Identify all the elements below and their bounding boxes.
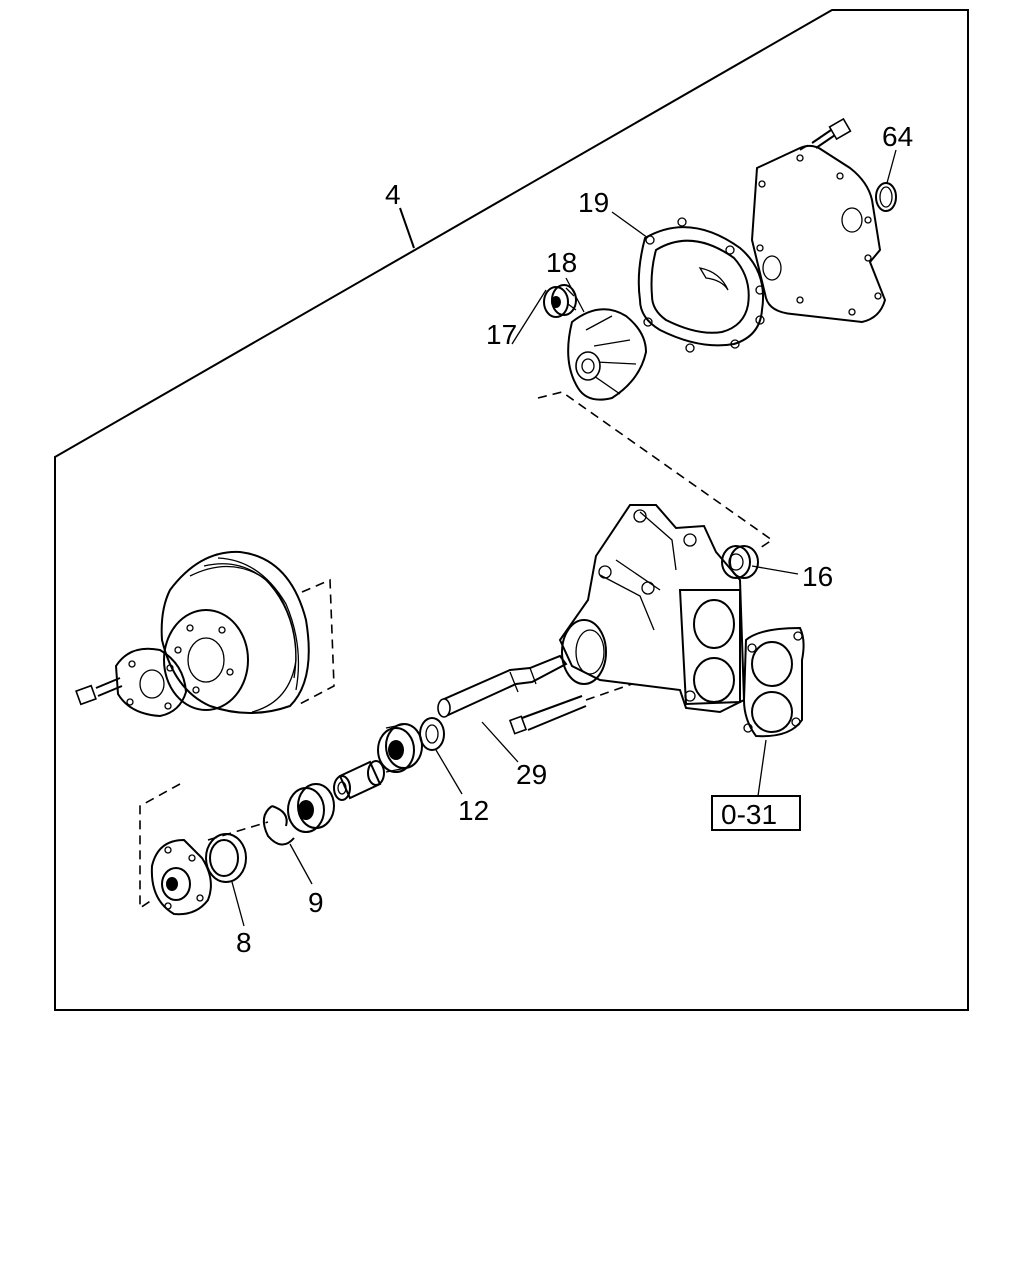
bearing-front: [287, 783, 335, 833]
seal-16: [721, 545, 759, 579]
leader-29: [481, 721, 519, 763]
leader-12: [435, 749, 463, 795]
part-label-64: 64: [882, 121, 913, 152]
assembly-frame: [54, 9, 969, 1011]
part-label-19: 19: [578, 187, 609, 218]
leader-19: [611, 211, 649, 239]
pulley-guide-line: [295, 578, 335, 707]
housing-bolt: [508, 683, 633, 735]
part-label-9: 9: [308, 887, 324, 918]
seal-guide-line: [537, 391, 774, 549]
part-label-17: 17: [486, 319, 517, 350]
bolt-leader: [799, 137, 821, 151]
spacer-tube: [333, 760, 385, 801]
hub-axis-line: [207, 821, 269, 841]
leader-4: [399, 207, 415, 249]
reference-box-0-31: 0-31: [711, 795, 801, 831]
bearing-rear: [377, 723, 423, 773]
part-label-16: 16: [802, 561, 833, 592]
pulley-flange: [114, 647, 188, 718]
leader-64: [886, 149, 897, 184]
part-label-8: 8: [236, 927, 252, 958]
washer-12: [419, 717, 445, 751]
hub-guide-line: [139, 783, 181, 910]
seal-17: [543, 284, 577, 318]
leader-16: [751, 565, 799, 575]
gasket-19: [637, 217, 765, 353]
flange-hub: [150, 838, 212, 916]
pulley: [160, 550, 310, 714]
part-label-29: 29: [516, 759, 547, 790]
o-ring-64: [875, 182, 897, 212]
leader-9: [289, 843, 313, 885]
back-plate: [750, 144, 887, 324]
part-label-4: 4: [385, 179, 401, 210]
plate-bolt: [811, 117, 852, 149]
housing-gasket: [742, 626, 805, 738]
pump-housing: [558, 504, 746, 714]
leader-0-31: [757, 739, 767, 797]
part-label-12: 12: [458, 795, 489, 826]
pulley-bolt: [75, 677, 123, 706]
impeller-18: [567, 308, 648, 401]
leader-8: [231, 881, 245, 927]
part-label-18: 18: [546, 247, 577, 278]
leader-17: [511, 289, 547, 345]
reference-box-label: 0-31: [721, 799, 777, 830]
snap-ring-9: [262, 805, 295, 846]
seal-8: [205, 833, 247, 883]
shaft-29: [437, 654, 568, 718]
